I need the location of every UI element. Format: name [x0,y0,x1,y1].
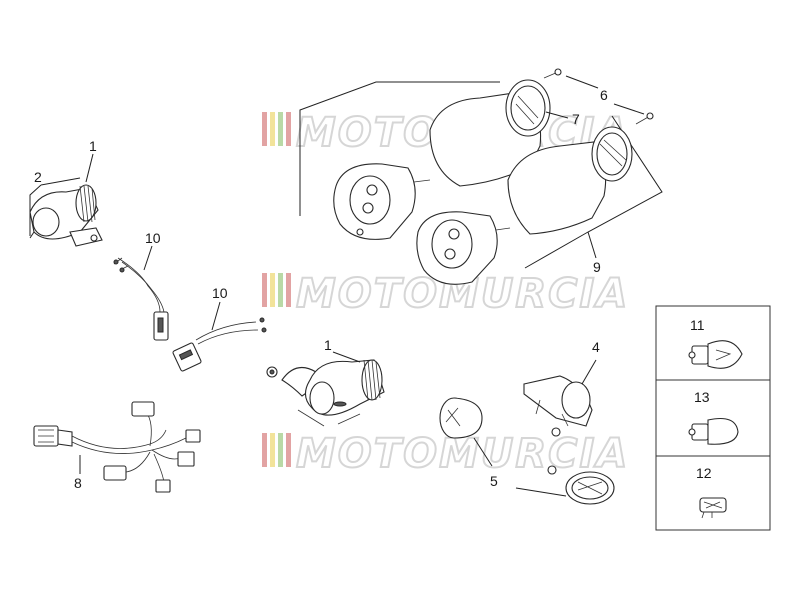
bulb-box [655,305,771,531]
leader-line [515,487,567,497]
leader-line [85,153,94,183]
wiring-harness-10-middle [172,317,267,372]
callout-4: 4 [592,339,600,355]
wiring-harness-8 [33,401,201,493]
callout-9: 9 [593,259,601,275]
leader-line [587,231,597,259]
leader-line [29,184,42,236]
rear-light-parts [439,375,615,505]
callout-12: 12 [696,465,712,481]
leader-line [565,75,599,89]
bulb-12 [699,497,727,519]
callout-2: 2 [34,169,42,185]
callout-6: 6 [600,87,608,103]
leader-line [473,437,493,467]
callout-1-bottom: 1 [324,337,332,353]
callout-8: 8 [74,475,82,491]
leader-line [581,359,597,385]
leader-line [40,177,81,186]
callout-7: 7 [572,111,580,127]
watermark-bottom: MOTOMURCIA [262,430,628,478]
callout-13: 13 [694,389,710,405]
callout-10-middle: 10 [212,285,228,301]
turn-signal-front-left [29,184,103,247]
wiring-harness-10-upper [113,257,169,341]
callout-10-upper: 10 [145,230,161,246]
leader-line [143,245,153,271]
light-housing-assembly [299,68,663,285]
bulb-11 [688,340,743,369]
leader-line [332,351,361,363]
callout-11: 11 [690,317,705,333]
bulb-13 [688,417,739,445]
leader-line [613,103,645,115]
leader-line [545,111,569,119]
callout-1-top: 1 [89,138,97,154]
turn-signal-rear [266,359,385,427]
callout-5: 5 [490,473,498,489]
leader-line [211,301,221,331]
